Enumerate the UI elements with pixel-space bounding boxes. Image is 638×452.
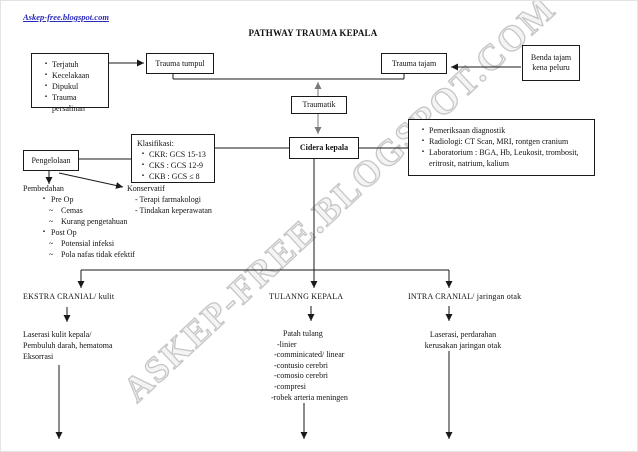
list-item: ▪ Kecelakaan [40,70,106,81]
detail-line: -compresi [274,381,306,391]
bullet-icon: ▪ [141,162,145,168]
bullet-icon: ▪ [141,173,145,179]
trauma-tumpul-box: Trauma tumpul [146,53,214,74]
bullet-icon: ▪ [42,196,46,202]
traumatik-box: Traumatik [291,96,347,114]
detail-line: -contusio cerebri [274,360,328,370]
tilde-icon: ~ [49,239,54,248]
detail-line: kerusakan jaringan otak [424,341,502,350]
op-item: Potensial infeksi [61,239,115,248]
pemeriksaan-label: Laboratorium : BGA, Hb, Leukosit, trombo… [429,148,579,168]
detail-line: -comosio cerebri [274,371,328,381]
list-item: ▪ Trauma persalinan [40,92,106,114]
gcs-label: CKB : GCS ≤ 8 [149,172,200,181]
op-item: Cemas [61,206,83,215]
list-item: ▪ Laboratorium : BGA, Hb, Leukosit, trom… [417,147,590,169]
op-label: Post Op [51,228,77,237]
list-item: ▪ Post Op [23,227,153,238]
list-item: ▪ Pre Op [23,194,153,205]
intra-cranial-details: Laserasi, perdarahan kerusakan jaringan … [415,329,511,351]
op-item: Kurang pengetahuan [61,217,128,226]
detail-line: Patah tulang [283,329,323,338]
list-item: ▪ CKS : GCS 12-9 [137,160,212,171]
list-item: ▪ Pemeriksaan diagnostik [417,125,590,136]
bullet-icon: ▪ [421,127,425,133]
pemeriksaan-label: Pemeriksaan diagnostik [429,126,506,135]
trauma-tajam-box: Trauma tajam [381,53,447,74]
konservatif-item: - Terapi farmakologi [135,195,201,204]
op-label: Pre Op [51,195,74,204]
tilde-icon: ~ [49,217,54,226]
bullet-icon: ▪ [44,72,48,78]
cause-label: Dipukul [52,82,79,91]
branch-heading-tulang-kepala: TULANNG KEPALA [269,292,344,301]
op-item: Pola nafas tidak efektif [61,250,135,259]
list-item: ▪ Radiologi: CT Scan, MRI, rontgen crani… [417,136,590,147]
tilde-icon: ~ [49,250,54,259]
bullet-icon: ▪ [44,83,48,89]
branch-heading-ekstra-cranial: EKSTRA CRANIAL/ kulit [23,292,115,301]
detail-line: -comminicated/ linear [274,350,345,360]
list-item: ▪ Dipukul [40,81,106,92]
detail-line: -robek arteria meningen [271,392,348,402]
bullet-icon: ▪ [421,138,425,144]
gcs-label: CKS : GCS 12-9 [149,161,204,170]
list-item: ~ Pola nafas tidak efektif [23,249,153,260]
list-item: ▪ Terjatuh [40,59,106,70]
tulang-kepala-details: Patah tulang -linier -comminicated/ line… [271,329,348,403]
cause-label: Kecelakaan [52,71,90,80]
causes-box: ▪ Terjatuh ▪ Kecelakaan ▪ Dipukul ▪ Trau… [31,53,109,113]
bullet-icon: ▪ [42,229,46,235]
detail-line: Laserasi kulit kepala/ [23,330,92,339]
list-item: ~ Kurang pengetahuan [23,216,153,227]
konservatif-title: Konservatif [127,184,165,193]
list-item: ▪ CKR: GCS 15-13 [137,149,212,160]
klasifikasi-title: Klasifikasi: [137,139,174,148]
bullet-icon: ▪ [44,61,48,67]
pembedahan-title: Pembedahan [23,184,64,193]
tilde-icon: ~ [49,206,54,215]
konservatif-item: - Tindakan keperawatan [135,206,212,215]
detail-line: Pembuluh darah, hematoma [23,341,113,350]
pembedahan-block: Pembedahan ▪ Pre Op ~ Cemas ~ Kurang pen… [23,183,153,260]
detail-line: Eksorrasi [23,352,54,361]
detail-line: Laserasi, perdarahan [429,330,497,339]
cause-label: Trauma persalinan [52,93,85,113]
cause-label: Terjatuh [52,60,79,69]
pengelolaan-box: Pengelolaan [23,150,79,171]
list-item: ▪ CKB : GCS ≤ 8 [137,171,212,182]
pemeriksaan-label: Radiologi: CT Scan, MRI, rontgen cranium [429,137,569,146]
detail-line: -linier [277,339,297,349]
pemeriksaan-box: ▪ Pemeriksaan diagnostik ▪ Radiologi: CT… [408,119,595,176]
branch-heading-intra-cranial: INTRA CRANIAL/ jaringan otak [408,292,522,301]
bullet-icon: ▪ [44,94,48,100]
bullet-icon: ▪ [141,151,145,157]
blog-link[interactable]: Askep-free.blogspot.com [23,12,109,22]
benda-tajam-box: Benda tajam kena peluru [522,45,580,81]
bullet-icon: ▪ [421,149,425,155]
ekstra-cranial-details: Laserasi kulit kepala/ Pembuluh darah, h… [23,329,113,362]
cidera-kepala-box: Cidera kepala [289,137,359,159]
klasifikasi-box: Klasifikasi: ▪ CKR: GCS 15-13 ▪ CKS : GC… [131,134,215,183]
gcs-label: CKR: GCS 15-13 [149,150,206,159]
list-item: ~ Potensial infeksi [23,238,153,249]
list-item: ~ Cemas [23,205,153,216]
konservatif-block: Konservatif - Terapi farmakologi - Tinda… [127,183,247,216]
page-title: PATHWAY TRAUMA KEPALA [248,28,378,38]
